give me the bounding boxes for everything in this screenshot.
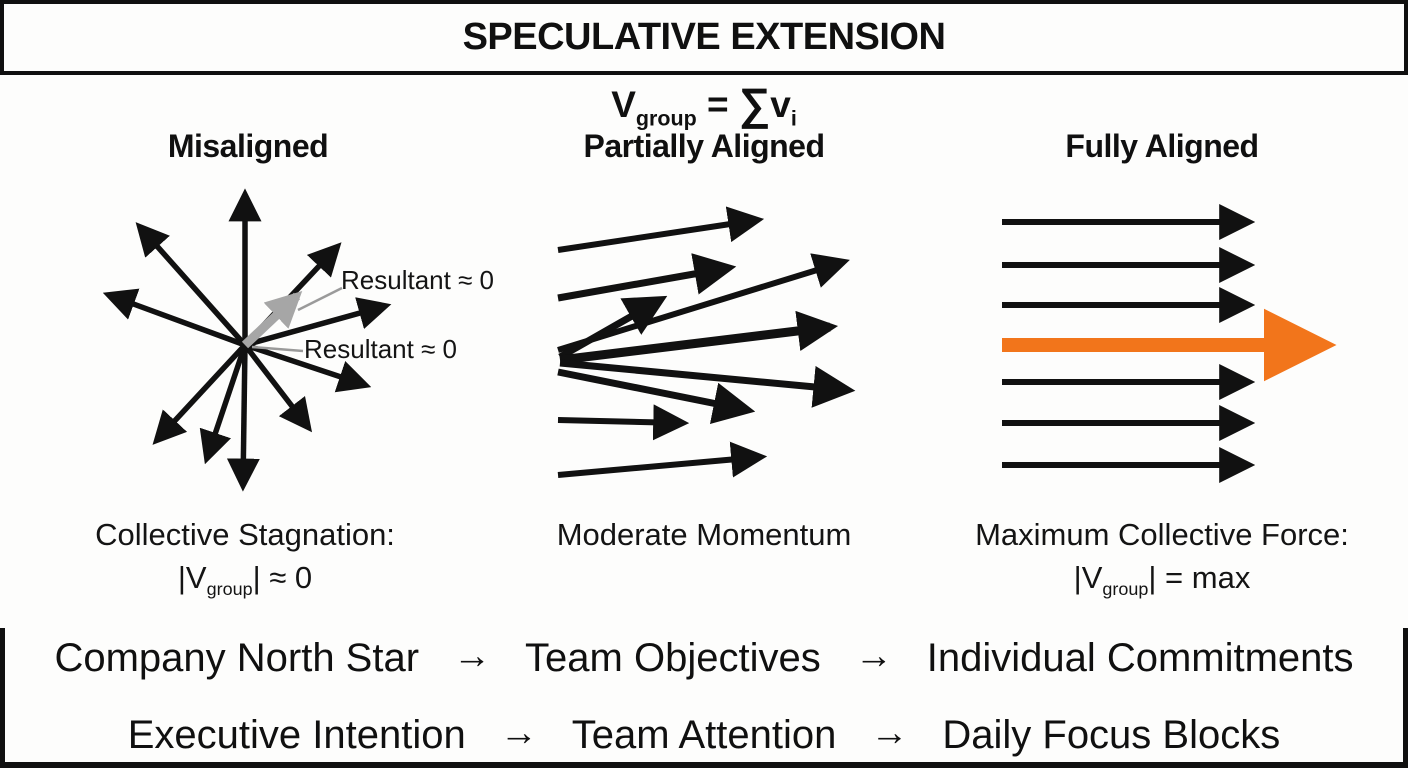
- vector-arrows: [102, 188, 1337, 492]
- caption-formula-post: | ≈ 0: [252, 559, 313, 595]
- resultant-label-lower: Resultant ≈ 0: [304, 334, 458, 364]
- caption-full-line1: Maximum Collective Force:: [975, 517, 1349, 552]
- panel-title-partially-aligned: Partially Aligned: [583, 128, 825, 164]
- footer-row-attention: Executive Intention → Team Attention → D…: [21, 712, 1387, 758]
- formula-sub-group: group: [635, 106, 697, 131]
- caption-partial-line1: Moderate Momentum: [556, 517, 852, 552]
- caption-formula-sub: group: [206, 578, 253, 599]
- right-arrow-icon: →: [499, 712, 538, 754]
- footer-item: Individual Commitments: [926, 636, 1354, 680]
- footer-item: Company North Star: [54, 636, 420, 680]
- caption-formula-post: | = max: [1148, 559, 1251, 595]
- sigma-symbol: ∑: [738, 80, 771, 129]
- formula-v: V: [611, 84, 636, 125]
- caption-fully-aligned: Maximum Collective Force: |Vgroup| = max: [940, 514, 1384, 602]
- formula-equals: =: [696, 84, 739, 125]
- footer-item: Team Attention: [571, 713, 837, 757]
- caption-misaligned-formula: |Vgroup| ≈ 0: [45, 557, 445, 602]
- footer-item: Team Objectives: [525, 636, 821, 680]
- caption-formula-pre: |V: [1073, 559, 1103, 595]
- footer-item: Executive Intention: [127, 713, 466, 757]
- cascade-footer-band: Company North Star → Team Objectives → I…: [0, 628, 1408, 768]
- caption-full-formula: |Vgroup| = max: [940, 557, 1384, 602]
- right-arrow-icon: →: [453, 635, 492, 677]
- footer-row-north-star: Company North Star → Team Objectives → I…: [21, 635, 1387, 681]
- formula-v-i: v: [770, 84, 791, 125]
- resultant-label-upper: Resultant ≈ 0: [341, 265, 495, 295]
- caption-misaligned-line1: Collective Stagnation:: [95, 517, 395, 552]
- caption-formula-pre: |V: [177, 559, 207, 595]
- caption-partially-aligned: Moderate Momentum: [504, 514, 904, 557]
- right-arrow-icon: →: [854, 635, 893, 677]
- page-title: SPECULATIVE EXTENSION: [462, 16, 946, 58]
- group-vector-formula: Vgroup = ∑vi: [0, 80, 1408, 131]
- panel-title-misaligned: Misaligned: [167, 128, 329, 164]
- footer-item: Daily Focus Blocks: [942, 713, 1281, 757]
- panel-title-fully-aligned: Fully Aligned: [1065, 128, 1259, 164]
- formula-sub-i: i: [790, 106, 797, 131]
- caption-formula-sub: group: [1102, 578, 1149, 599]
- right-arrow-icon: →: [870, 712, 909, 754]
- caption-misaligned: Collective Stagnation: |Vgroup| ≈ 0: [45, 514, 445, 602]
- title-banner: SPECULATIVE EXTENSION: [0, 0, 1408, 75]
